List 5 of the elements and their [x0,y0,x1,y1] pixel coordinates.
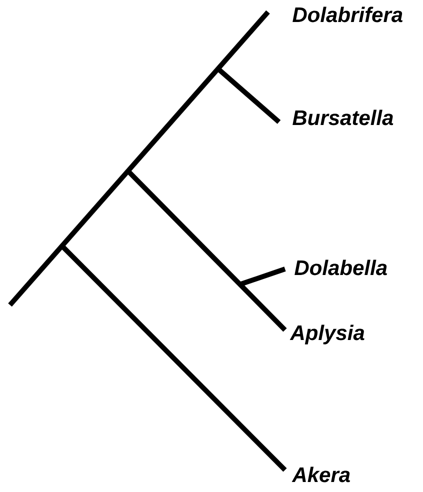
taxon-label: Dolabrifera [292,6,402,22]
taxon-label: Akera [292,466,350,482]
taxon-label: Aplysia [290,324,364,344]
taxon-label: Dolabella [294,260,387,276]
taxon-label: Bursatella [292,110,394,126]
